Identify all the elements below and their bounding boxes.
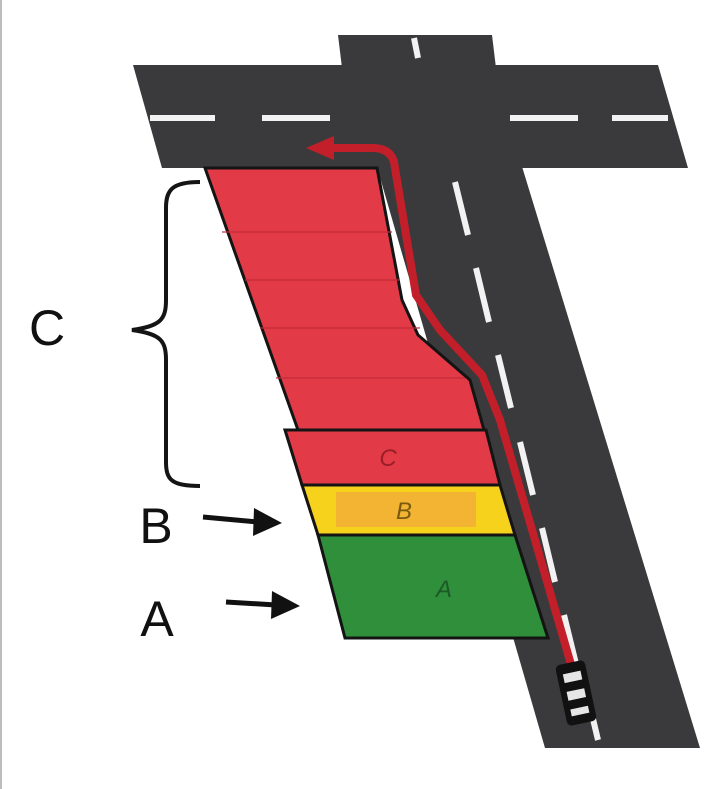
callout-a-label: A xyxy=(140,591,174,647)
path-arrowhead-icon xyxy=(306,136,334,160)
lane-dash xyxy=(411,37,421,59)
car-icon xyxy=(555,660,597,726)
callout-c-label: C xyxy=(29,300,65,356)
curly-brace-icon xyxy=(131,180,201,488)
lane-dash xyxy=(539,527,558,583)
zone-a-label: A xyxy=(434,576,452,603)
lane-dash xyxy=(495,354,514,409)
callout-b-label: B xyxy=(139,498,172,554)
zone-c: C xyxy=(202,166,502,487)
path-line xyxy=(330,144,576,670)
road-diagonal xyxy=(375,160,700,748)
lane-dash xyxy=(561,614,580,669)
lane-dash xyxy=(517,441,536,496)
arrow-right-icon xyxy=(202,508,282,536)
zone-b-inner xyxy=(336,492,476,527)
zone-c-label: C xyxy=(379,445,397,472)
lane-dash xyxy=(473,267,492,323)
zone-b-label: B xyxy=(396,498,412,525)
arrow-right-icon xyxy=(225,591,300,619)
road-horizontal xyxy=(133,65,688,168)
zone-a-area xyxy=(316,533,551,640)
zone-b: B xyxy=(299,483,518,537)
driving-path xyxy=(306,136,576,670)
zone-a: A xyxy=(316,533,551,640)
lane-dash xyxy=(452,181,471,236)
